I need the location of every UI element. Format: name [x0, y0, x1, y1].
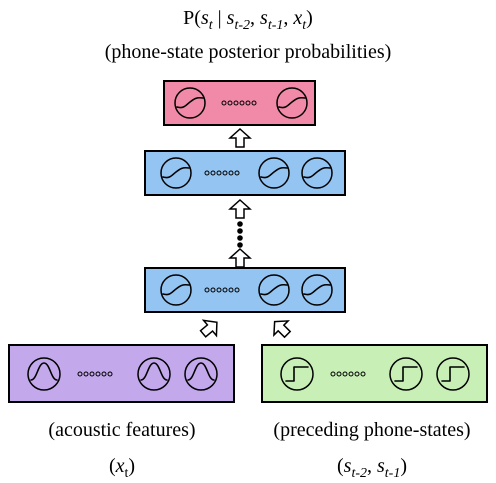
- output-caption: (phone-state posterior probabilities): [104, 41, 392, 63]
- phone-state-neuron: [436, 357, 470, 391]
- phone-state-layer-box: [261, 344, 488, 403]
- hidden-layer-bottom: [144, 267, 346, 313]
- acoustic-neuron: [27, 357, 61, 391]
- state-var-comma: ,: [367, 455, 377, 477]
- phone-state-neuron: [389, 357, 423, 391]
- hidden-neuron: [160, 274, 192, 306]
- hidden-neuron: [301, 274, 333, 306]
- output-formula: P(st | st-2, st-1, xt): [0, 8, 496, 33]
- acoustic-variable: (xt): [108, 455, 136, 481]
- acoustic-neuron: [184, 357, 218, 391]
- output-neuron-2: [276, 87, 308, 119]
- diagonal-arrow-right-icon: [266, 313, 296, 343]
- acoustic-var-sub: t: [124, 466, 129, 481]
- formula-p: P(: [183, 7, 201, 29]
- phone-state-neuron: [280, 357, 314, 391]
- formula-s-t1: s: [260, 7, 268, 29]
- formula-comma-2: ,: [283, 7, 294, 29]
- acoustic-neuron: [137, 357, 171, 391]
- formula-s-t: s: [200, 7, 209, 29]
- phone-state-caption: (preceding phone-states): [273, 419, 471, 441]
- state-var-2: s: [377, 455, 385, 477]
- formula-close: ): [306, 7, 313, 29]
- acoustic-layer-box: [8, 344, 235, 403]
- formula-s-t2: s: [226, 7, 235, 29]
- acoustic-layer: [8, 344, 235, 403]
- state-var-2-sub: t-1: [384, 466, 401, 481]
- formula-bar: |: [212, 7, 227, 29]
- diagonal-arrow-left-icon: [195, 313, 225, 343]
- phone-state-layer: [261, 344, 488, 403]
- formula-x-t-sub: t: [302, 18, 307, 33]
- hidden-layer-top: [144, 150, 346, 196]
- formula-s-t-sub: t: [208, 18, 213, 33]
- output-layer: [163, 80, 316, 126]
- state-var-1-sub: t-2: [351, 466, 367, 481]
- acoustic-var-x: x: [115, 455, 125, 477]
- formula-x-t: x: [293, 7, 303, 29]
- acoustic-caption: (acoustic features): [48, 419, 196, 441]
- hidden-neuron: [160, 157, 192, 189]
- state-var-1: s: [343, 455, 352, 477]
- up-arrow-icon: [229, 248, 251, 268]
- hidden-neuron: [258, 157, 290, 189]
- formula-s-t1-sub: t-1: [267, 18, 284, 33]
- hidden-neuron: [301, 157, 333, 189]
- phone-state-variables: (st-2, st-1): [336, 455, 408, 481]
- formula-comma-1: ,: [250, 7, 261, 29]
- up-arrow-icon: [229, 199, 251, 219]
- up-arrow-icon: [229, 128, 251, 148]
- formula-s-t2-sub: t-2: [234, 18, 251, 33]
- vertical-ellipsis: [237, 221, 243, 248]
- hidden-neuron: [258, 274, 290, 306]
- output-neuron-1: [174, 87, 206, 119]
